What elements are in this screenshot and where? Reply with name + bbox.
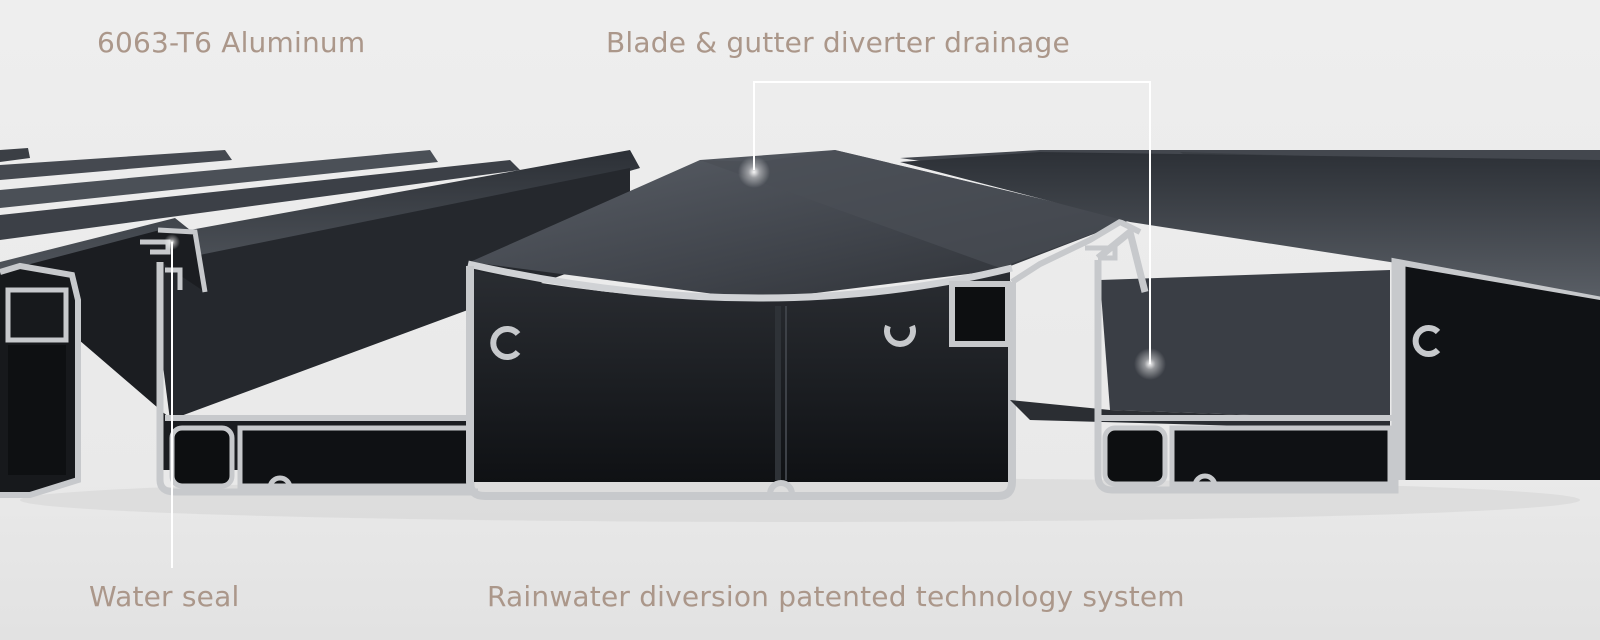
right-gutter-profile xyxy=(900,150,1600,494)
drainage-marker-dot xyxy=(738,156,770,188)
left-background-blades xyxy=(0,148,520,240)
callout-lines xyxy=(164,81,1166,568)
drainage-marker-dot-lower xyxy=(1134,348,1166,380)
left-gutter-profile xyxy=(0,150,640,498)
seal-marker-dot xyxy=(164,234,180,250)
technology-callout: Rainwater diversion patented technology … xyxy=(487,580,1185,613)
material-callout: 6063-T6 Aluminum xyxy=(97,26,366,59)
drainage-leader-line xyxy=(753,81,1151,364)
water-seal-callout: Water seal xyxy=(89,580,240,613)
drainage-callout: Blade & gutter diverter drainage xyxy=(606,26,1070,59)
center-diverter-blade xyxy=(466,150,1142,500)
